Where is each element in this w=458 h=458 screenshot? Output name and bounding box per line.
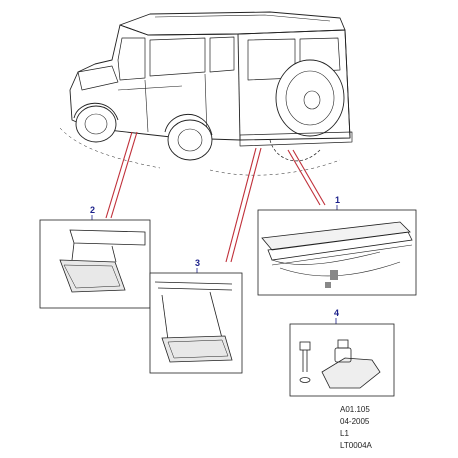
leader-item-3-a [225,147,257,263]
leader-item-2-a [105,131,133,219]
leader-lines [105,131,326,263]
leader-item-1-a [287,149,321,206]
reference-code: A01.105 [340,405,370,414]
reference-date: 04-2005 [340,417,370,426]
reference-illustration-id: LT0004A [340,441,372,450]
callout-2: 2 [90,205,95,215]
panel-item-1-sill-rail [257,209,417,296]
callout-1: 1 [335,195,340,205]
leader-item-2-b [110,131,138,219]
leader-item-3-b [230,147,262,263]
callout-4: 4 [334,308,339,318]
reference-level: L1 [340,429,349,438]
panel-item-4-bolt-and-mount [289,323,395,397]
callout-3: 3 [195,258,200,268]
panel-item-2-folding-step [39,219,151,309]
vehicle-illustration [59,11,353,176]
panel-item-3-step-bracket [149,272,243,374]
leader-item-1-b [292,149,326,206]
